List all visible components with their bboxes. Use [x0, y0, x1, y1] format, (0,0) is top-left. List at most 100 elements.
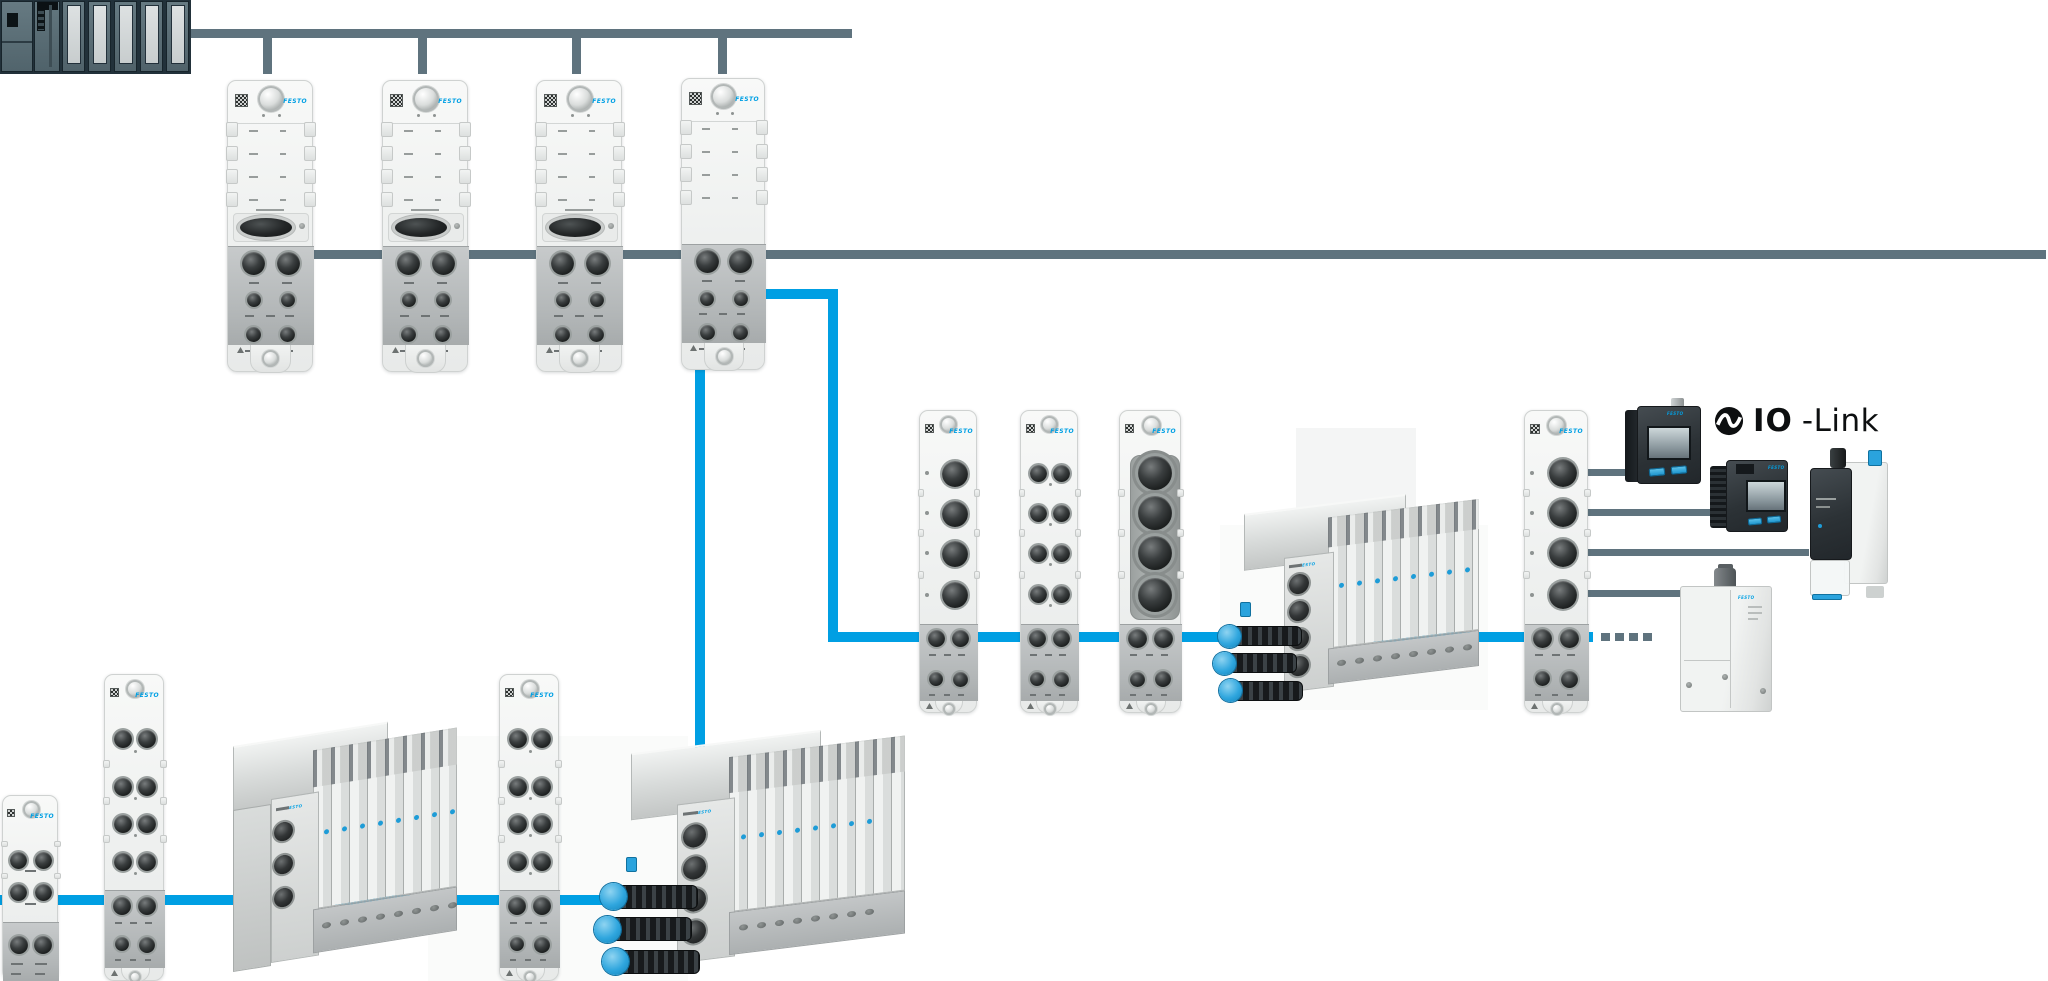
- terminal-tab: [680, 144, 692, 159]
- tube-sleeve: [1231, 626, 1302, 646]
- m12-connector: [138, 815, 156, 833]
- plc-io-module-5: [166, 1, 189, 72]
- plc-controller: [0, 0, 191, 74]
- terminal-tab: [381, 146, 393, 161]
- terminal-tab: [555, 835, 562, 843]
- status-led: [925, 471, 929, 475]
- port-label: [404, 130, 413, 132]
- connector-label: [944, 654, 951, 656]
- m12-connector: [1054, 672, 1069, 687]
- m12-connector: [942, 461, 968, 487]
- m12-connector: [138, 853, 156, 871]
- module-mounting-hole: [1142, 416, 1161, 435]
- qr-code: [544, 94, 557, 107]
- io-link-proportional-valve: FESTO: [1678, 564, 1774, 712]
- festo-logo: FESTO: [1667, 411, 1684, 416]
- terminal-tab: [226, 169, 238, 184]
- plc-led-block: [37, 10, 45, 31]
- festo-logo: FESTO: [735, 96, 759, 103]
- m12-connector: [242, 252, 265, 275]
- connector-label: [1059, 654, 1066, 656]
- terminal-tab: [1118, 571, 1125, 579]
- fieldbus-drop-line: [418, 38, 427, 74]
- qr-code: [390, 94, 403, 107]
- m12-connector: [1053, 465, 1070, 482]
- plc-io-door: [67, 5, 81, 64]
- status-led: [1530, 551, 1534, 555]
- m12-connector: [734, 292, 748, 306]
- label-line: [1748, 606, 1762, 608]
- connector-label: [1045, 694, 1051, 696]
- terminal-tab: [1, 873, 8, 879]
- festo-logo: FESTO: [1768, 465, 1785, 470]
- m12-connector: [1138, 578, 1172, 612]
- port-label: [589, 153, 595, 155]
- plc-cpu-module: [34, 1, 60, 72]
- connector-label: [735, 280, 745, 282]
- bus-node-3: FESTO: [535, 80, 625, 373]
- connector-label: [594, 315, 603, 317]
- terminal-tab: [1118, 529, 1125, 537]
- terminal-tab: [226, 192, 238, 207]
- m12-connector: [590, 293, 604, 307]
- m12-connector: [1549, 459, 1577, 487]
- push-in-fitting: [600, 883, 627, 910]
- connector-label: [1567, 694, 1573, 696]
- fieldbus-drop-line: [718, 38, 727, 74]
- push-in-fitting: [602, 948, 629, 975]
- port-label: [280, 176, 286, 178]
- m12-connector: [34, 936, 52, 954]
- port-label: [702, 128, 710, 130]
- connector-label: [115, 922, 122, 924]
- port-label: [435, 153, 441, 155]
- sensor-button: [1648, 467, 1666, 477]
- terminal-tab: [381, 169, 393, 184]
- continuation-dot: [1615, 633, 1624, 641]
- status-led: [925, 593, 929, 597]
- push-in-fitting: [1213, 652, 1236, 675]
- tab-hole: [129, 971, 141, 981]
- m12-connector: [533, 815, 551, 833]
- port-label: [558, 199, 567, 201]
- port-label: [404, 176, 413, 178]
- body-crease: [1684, 660, 1730, 661]
- screw: [1760, 688, 1766, 694]
- m12-connector: [1128, 629, 1147, 648]
- terminal-tab: [160, 797, 167, 805]
- terminal-tab: [103, 797, 110, 805]
- terminal-tab: [974, 529, 980, 537]
- label-line: [1816, 506, 1830, 508]
- connector-section: [537, 246, 623, 345]
- port-label: [589, 199, 595, 201]
- status-led: [529, 750, 532, 753]
- festo-logo: FESTO: [438, 98, 462, 105]
- ground-symbol: [237, 347, 244, 353]
- terminal-tab: [613, 169, 625, 184]
- connector-label: [958, 654, 965, 656]
- connector-label: [249, 282, 259, 284]
- terminal-tab: [1118, 489, 1125, 497]
- plc-power-supply-module: [1, 1, 33, 72]
- io-link-logo: IO-Link: [1714, 403, 1879, 439]
- connector-section: [228, 246, 314, 345]
- connector-label: [404, 282, 414, 284]
- terminal-tab: [1523, 489, 1530, 497]
- m12-connector: [509, 730, 527, 748]
- connector-label: [400, 315, 409, 317]
- terminal-tab: [103, 835, 110, 843]
- terminal-tab: [680, 120, 692, 135]
- port-label: [404, 153, 413, 155]
- module-mounting-hole: [940, 416, 957, 433]
- port-label: [702, 197, 710, 199]
- m12-connector: [556, 293, 570, 307]
- tube-sleeve: [617, 950, 700, 974]
- terminal-tab: [974, 571, 980, 579]
- m12-connector: [432, 252, 455, 275]
- port-label: [411, 209, 439, 211]
- connector-label: [554, 315, 563, 317]
- terminal-tab: [1523, 571, 1530, 579]
- plc-power-switch: [7, 13, 18, 27]
- terminal-tab: [304, 192, 316, 207]
- m12-connector: [700, 325, 715, 340]
- module-mounting-hole: [521, 680, 539, 698]
